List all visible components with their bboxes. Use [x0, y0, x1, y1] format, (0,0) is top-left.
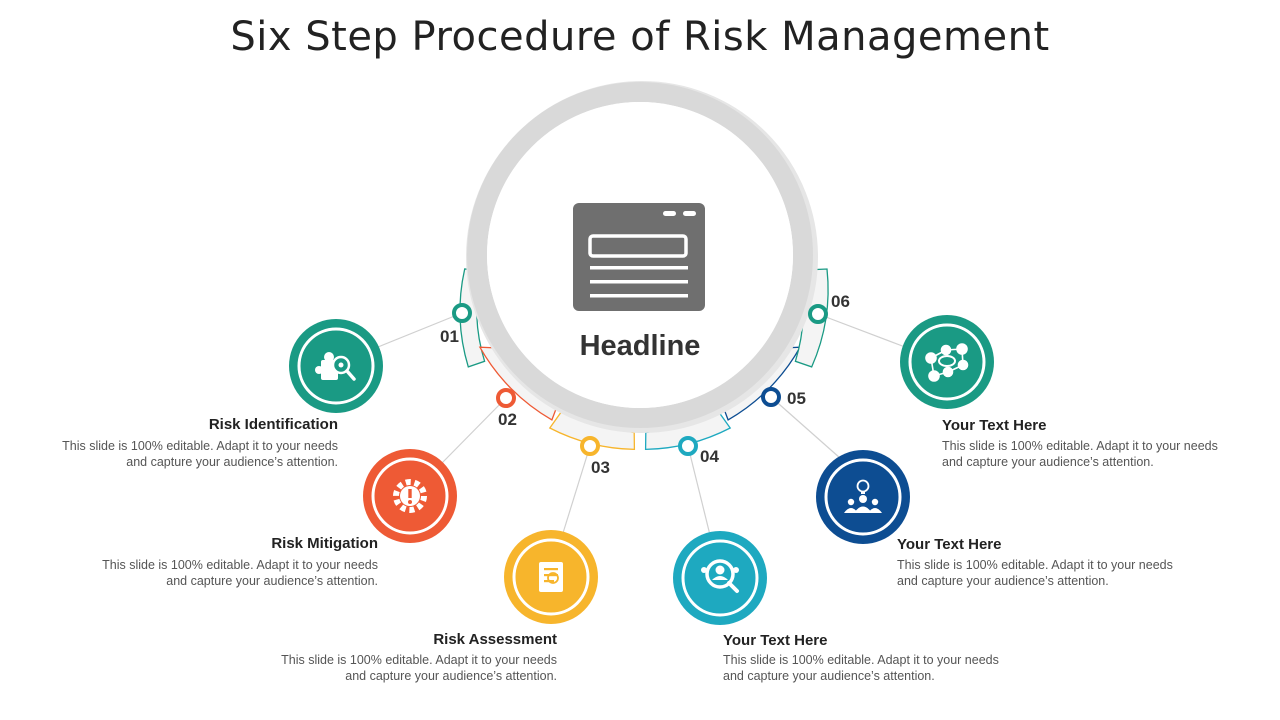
step-number-01: 01 — [440, 327, 459, 346]
step-05-description: This slide is 100% editable. Adapt it to… — [897, 558, 1173, 588]
step-number-06: 06 — [831, 292, 850, 311]
gear-warning-icon — [393, 479, 427, 513]
step-04-badge — [673, 531, 767, 625]
step-number-02: 02 — [498, 410, 517, 429]
step-06-badge — [900, 315, 994, 409]
team-idea-icon — [844, 479, 882, 513]
arc-markers — [452, 303, 828, 456]
step-01-title: Risk Identification — [208, 416, 338, 433]
step-06-title: Your Text Here — [942, 417, 1047, 434]
step-02-description: This slide is 100% editable. Adapt it to… — [102, 558, 378, 588]
step-number-05: 05 — [787, 389, 806, 408]
step-03-description: This slide is 100% editable. Adapt it to… — [281, 653, 557, 683]
step-02-badge — [363, 449, 457, 543]
slide-title: Six Step Procedure of Risk Management — [230, 14, 1050, 60]
step-05-title: Your Text Here — [897, 536, 1002, 553]
step-04-description: This slide is 100% editable. Adapt it to… — [723, 653, 999, 683]
marker-05 — [761, 387, 781, 407]
step-02-title: Risk Mitigation — [271, 535, 378, 552]
document-search-icon — [539, 562, 563, 592]
step-number-03: 03 — [591, 458, 610, 477]
marker-03 — [580, 436, 600, 456]
network-people-icon — [925, 343, 969, 382]
connector-lines — [377, 312, 906, 536]
step-01-badge — [289, 319, 383, 413]
browser-window-icon — [573, 203, 705, 311]
marker-02 — [496, 388, 516, 408]
puzzle-search-icon — [315, 352, 356, 381]
marker-04 — [678, 436, 698, 456]
step-03-badge — [504, 530, 598, 624]
step-06-description: This slide is 100% editable. Adapt it to… — [942, 439, 1218, 469]
marker-01 — [452, 303, 472, 323]
step-04-title: Your Text Here — [723, 632, 828, 649]
step-05-badge — [816, 450, 910, 544]
step-number-04: 04 — [700, 447, 719, 466]
step-01-description: This slide is 100% editable. Adapt it to… — [62, 439, 338, 469]
marker-06 — [808, 304, 828, 324]
user-search-icon — [701, 559, 739, 593]
step-03-title: Risk Assessment — [433, 631, 557, 648]
center-headline: Headline — [579, 330, 701, 362]
